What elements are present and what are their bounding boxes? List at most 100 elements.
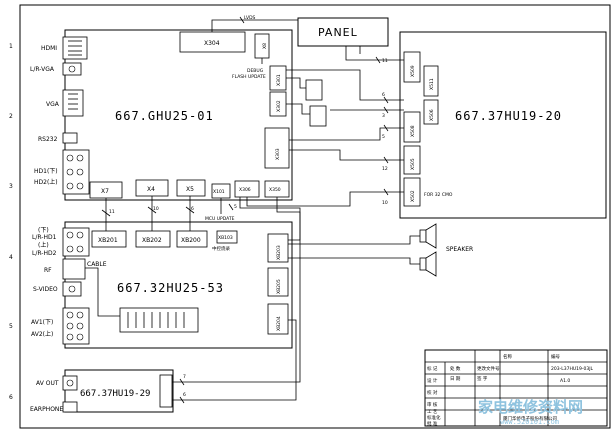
svg-text:5: 5: [382, 134, 385, 140]
av1-label: AV1(下): [31, 319, 53, 326]
svg-text:10: 10: [153, 206, 159, 212]
tb-code-value: 203-L37HU19-03JL: [551, 366, 594, 372]
lr-hd1-label: L/R-HD1: [32, 234, 57, 241]
svg-text:XB200: XB200: [181, 237, 201, 244]
rs232-label: RS232: [38, 136, 58, 143]
power-board: [399, 31, 607, 219]
lr-hd-jacks: [62, 227, 90, 257]
row-number-2: 2: [9, 113, 13, 120]
connector-x509: [403, 51, 421, 83]
av2-label: AV2(上): [31, 330, 53, 338]
tb-check: 校 对: [427, 389, 438, 396]
power-board-label: 667.37HU19-20: [455, 109, 562, 123]
earphone-jack: [62, 401, 78, 413]
hd2-label: HD2(上): [34, 178, 58, 186]
cable-label: CABLE: [87, 261, 107, 268]
svg-text:6: 6: [191, 206, 194, 212]
watermark-url: www.520101.com: [500, 418, 559, 426]
tb-sign: 签 字: [477, 375, 488, 382]
svg-text:XB204: XB204: [276, 316, 282, 331]
svg-text:X505: X505: [410, 158, 416, 170]
connector-x303: [264, 127, 290, 169]
svg-text:XB203: XB203: [276, 245, 282, 260]
lvds-wire: [211, 19, 298, 32]
hdmi-port: [62, 36, 88, 60]
hd1-label: HD1(下): [34, 168, 58, 175]
svg-text:X506: X506: [429, 109, 435, 121]
hdmi-label: HDMI: [41, 45, 57, 52]
tb-code-header: 编号: [551, 353, 560, 360]
svg-text:X101: X101: [213, 189, 225, 195]
svg-text:X303: X303: [275, 148, 281, 160]
svg-text:XB201: XB201: [98, 237, 118, 244]
av-ic: [119, 307, 199, 333]
mcu-update-note: MCU UPDATE: [205, 216, 235, 222]
tb-company: 厦门华侨电子股份有限公司: [503, 415, 557, 422]
svg-text:3: 3: [382, 113, 385, 119]
tb-date: 日 期: [450, 376, 461, 382]
row-number-3: 3: [9, 183, 13, 190]
lr-hd1-top: (下): [38, 227, 49, 234]
row-number-5: 5: [9, 323, 13, 330]
output-connector: [159, 374, 173, 408]
wire-x301-x506: [286, 69, 404, 101]
panel-label: PANEL: [318, 26, 358, 39]
lvds-label: LVDS: [244, 15, 256, 21]
connector-xb201: [91, 230, 127, 248]
wire-xb204-output: [172, 319, 297, 401]
row-number-1: 1: [9, 43, 13, 50]
tb-version: A1.0: [560, 378, 570, 384]
connector-xb205: [267, 267, 289, 297]
svg-text:X508: X508: [410, 125, 416, 137]
tb-standard: 标准化: [427, 414, 441, 421]
svg-text:X7: X7: [101, 188, 109, 195]
connector-x508: [403, 111, 421, 143]
lr-hd2-label: L/R-HD2: [32, 250, 57, 257]
speaker-label: SPEAKER: [446, 246, 473, 253]
switch-2: [309, 105, 327, 127]
earphone-label: EARPHONE: [30, 406, 63, 413]
svg-text:X302: X302: [276, 100, 282, 112]
tb-change: 更改文件号: [477, 365, 500, 372]
tb-approve: 批 准: [427, 420, 438, 427]
svg-text:XB103: XB103: [218, 235, 233, 241]
speaker-icon: [419, 223, 437, 277]
output-board: [64, 369, 174, 413]
watermark-text: 家电维修资料网: [478, 398, 583, 416]
connector-xb203: [267, 233, 289, 263]
svg-text:X511: X511: [429, 78, 435, 90]
panel-block: [297, 17, 389, 47]
tb-design: 设 计: [427, 377, 438, 384]
connector-xb204: [267, 303, 289, 335]
wire-panel-x509: [345, 46, 404, 61]
output-board-label: 667.37HU19-29: [80, 389, 150, 399]
svg-text:11: 11: [382, 58, 388, 64]
wire-x303-x508: [289, 127, 404, 141]
svg-text:X509: X509: [410, 65, 416, 77]
row-number-4: 4: [9, 254, 13, 261]
mcu-program-note: 中控烧录: [212, 245, 230, 252]
av-board-label: 667.32HU25-53: [117, 281, 224, 295]
rf-label: RF: [44, 267, 52, 274]
svg-text:X301: X301: [276, 74, 282, 86]
svg-text:X306: X306: [239, 187, 251, 193]
connector-x511: [423, 65, 439, 97]
debug-note: DEBUG: [247, 68, 264, 74]
vga-label: VGA: [46, 101, 60, 108]
connector-x304: [179, 31, 246, 53]
switch-1: [305, 79, 323, 101]
svg-text:XB205: XB205: [276, 279, 282, 294]
svg-text:6: 6: [183, 392, 186, 398]
svg-text:12: 12: [382, 166, 388, 172]
svg-text:X304: X304: [204, 40, 220, 47]
wire-xb203-speaker: [288, 235, 420, 245]
tb-review: 审 核: [427, 401, 438, 408]
rs232-port: [62, 132, 78, 144]
row-number-6: 6: [9, 394, 13, 401]
connector-xb202: [135, 230, 171, 248]
svg-text:11: 11: [109, 209, 115, 215]
tb-mark: 标 记: [427, 365, 438, 372]
connector-x5: [176, 179, 206, 197]
title-block: 名称 编号 203-L37HU19-03JL A1.0 标 记 处 数 更改文件…: [424, 349, 608, 427]
